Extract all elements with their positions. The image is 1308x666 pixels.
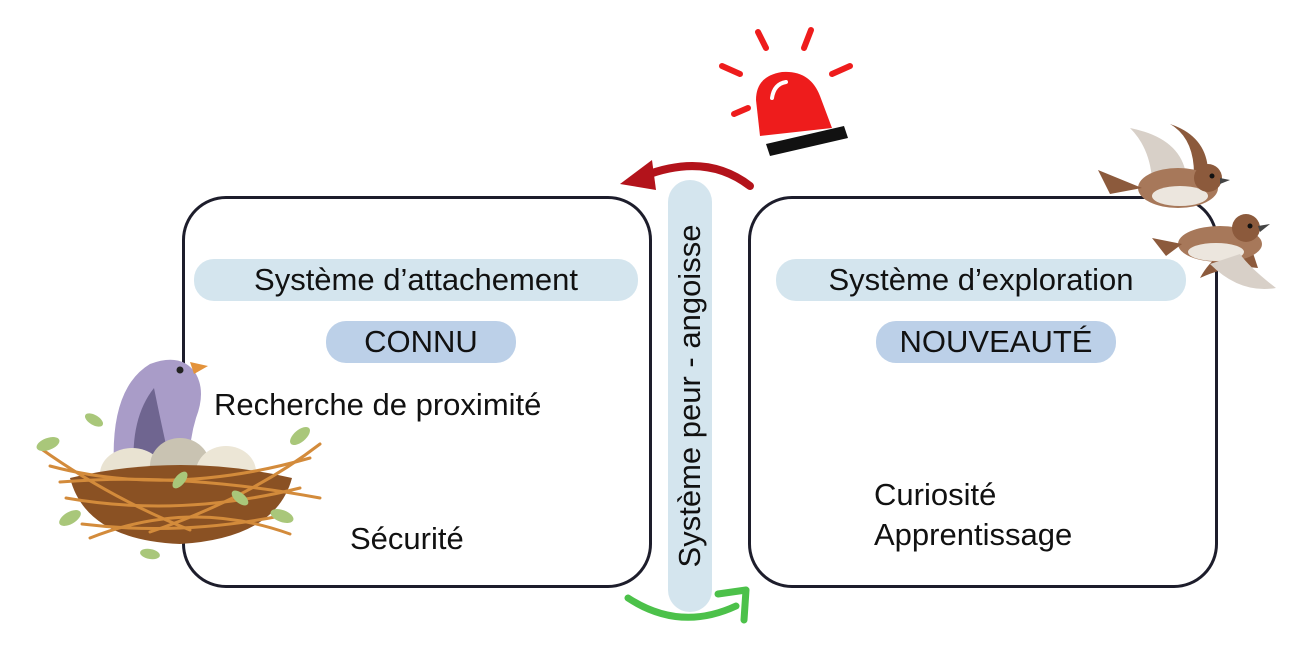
green-curved-arrow-icon [624, 586, 750, 624]
learning-text: Apprentissage [874, 517, 1073, 552]
attachment-system-title: Système d’attachement [194, 259, 638, 301]
red-curved-arrow-icon [620, 160, 754, 190]
exploration-system-title: Système d’exploration [776, 259, 1186, 301]
fear-anxiety-bar [668, 180, 712, 612]
known-badge: CONNU [326, 321, 516, 363]
bird-nest-icon [36, 359, 322, 560]
security-text: Sécurité [350, 521, 464, 556]
alarm-siren-icon [719, 27, 853, 156]
fear-anxiety-label: Système peur - angoisse [672, 224, 707, 568]
curiosity-text: Curiosité [874, 477, 997, 512]
novelty-badge: NOUVEAUTÉ [876, 321, 1116, 363]
flying-sparrows-icon [1098, 124, 1276, 289]
proximity-seeking-text: Recherche de proximité [214, 387, 542, 422]
